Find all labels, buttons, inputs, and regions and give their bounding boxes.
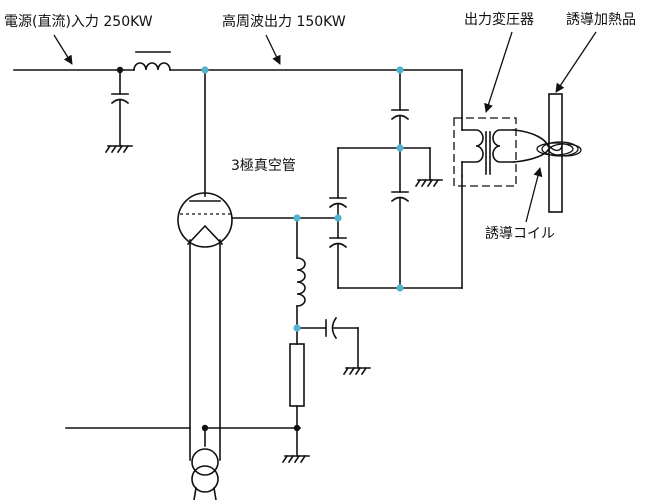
filament-transformer-primary: [191, 448, 219, 476]
output-transformer: [453, 117, 517, 187]
triode-tube: [177, 192, 233, 248]
grid-resistor: [289, 343, 305, 407]
label-power-input: 電源(直流)入力 250KW: [4, 14, 153, 30]
junction-filament: [201, 424, 209, 432]
filament-transformer-secondary: [191, 465, 219, 493]
arrow-output-transformer: [484, 31, 513, 113]
input-filter-capacitor: [104, 69, 133, 154]
node-tank-middle: [396, 144, 404, 152]
node-plate-feed: [201, 66, 209, 74]
leader-arrows: [53, 31, 597, 223]
label-triode: 3極真空管: [231, 158, 296, 174]
label-hf-output: 高周波出力 150KW: [222, 14, 346, 30]
node-tank-grid-tap: [334, 214, 342, 222]
arrow-power-input: [53, 34, 73, 65]
label-induction-workpiece: 誘導加熱品: [566, 12, 636, 28]
junction-grid-ground: [293, 424, 301, 432]
filament-circuit: [65, 239, 301, 500]
node-grid: [293, 214, 301, 222]
node-grid-bypass: [293, 324, 301, 332]
label-induction-coil: 誘導コイル: [485, 226, 555, 242]
node-tank-top: [396, 66, 404, 74]
tank-circuit: [328, 69, 463, 289]
node-tank-bottom: [396, 284, 404, 292]
induction-coil: [513, 129, 582, 163]
arrow-induction-workpiece: [555, 31, 597, 93]
arrow-induction-coil: [525, 167, 543, 223]
arrow-hf-output: [265, 34, 281, 65]
workpiece-bar: [548, 93, 563, 213]
label-output-transformer: 出力変圧器: [464, 12, 534, 28]
input-bus: [13, 51, 463, 119]
grid-circuit: [231, 217, 371, 464]
coil-front-turn: [548, 145, 563, 152]
